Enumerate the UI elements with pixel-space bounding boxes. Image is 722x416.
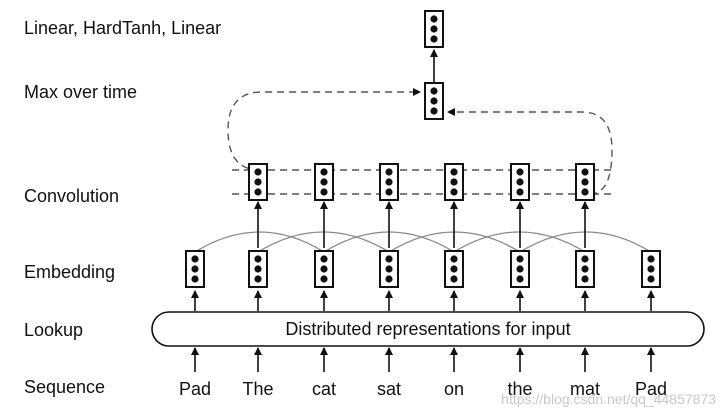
embedding-vector-6-unit-3 [516, 275, 524, 283]
convolution-vector-4-unit-2 [450, 178, 458, 186]
label-max-over-time: Max over time [24, 82, 137, 102]
sequence-word-7: mat [570, 379, 600, 399]
convolution-vector-4-unit-3 [450, 188, 458, 196]
embedding-vector-7-unit-2 [581, 265, 589, 273]
embedding-vector-5 [444, 250, 464, 288]
convolution-vector-1-unit-2 [254, 178, 262, 186]
flow-arrows [191, 49, 655, 372]
convolution-vector-3-unit-3 [385, 188, 393, 196]
max-over-time-connectors [227, 88, 613, 195]
embedding-vector-5-unit-1 [450, 255, 458, 263]
label-linear-hardtanh-linear: Linear, HardTanh, Linear [24, 18, 221, 38]
embedding-vector-1-unit-2 [191, 265, 199, 273]
linear-output-vector-unit-3 [430, 35, 438, 43]
label-sequence: Sequence [24, 377, 105, 397]
convolution-vector-5-unit-1 [516, 168, 524, 176]
embedding-vector-3-unit-3 [320, 275, 328, 283]
linear-output-vector-unit-2 [430, 25, 438, 33]
max-over-time-vector-unit-2 [430, 97, 438, 105]
embedding-vector-1-unit-1 [191, 255, 199, 263]
embedding-vector-4-unit-3 [385, 275, 393, 283]
convolution-vector-2-unit-3 [320, 188, 328, 196]
embedding-vector-7-unit-1 [581, 255, 589, 263]
embedding-vector-5-unit-2 [450, 265, 458, 273]
convolution-vector-1 [248, 163, 268, 201]
embedding-vector-5-unit-3 [450, 275, 458, 283]
convolution-vector-1-unit-3 [254, 188, 262, 196]
window-arc-1 [194, 231, 325, 253]
sequence-word-3: cat [312, 379, 336, 399]
embedding-vector-3-unit-2 [320, 265, 328, 273]
convolution-vector-3-unit-1 [385, 168, 393, 176]
convolution-window-arcs [194, 231, 652, 253]
output-vectors [424, 10, 444, 120]
dashed-loop-left [227, 88, 421, 171]
linear-output-vector-unit-1 [430, 15, 438, 23]
sequence-words: Pad The cat sat on the mat Pad [179, 379, 667, 399]
embedding-vector-8-unit-3 [647, 275, 655, 283]
convolution-vector-5-unit-2 [516, 178, 524, 186]
embedding-vector-3-unit-1 [320, 255, 328, 263]
sequence-word-5: on [444, 379, 464, 399]
embedding-vector-1-unit-3 [191, 275, 199, 283]
convolution-vector-2 [314, 163, 334, 201]
convolution-vectors [248, 163, 595, 201]
embedding-vector-4 [379, 250, 399, 288]
convolution-vector-4-unit-1 [450, 168, 458, 176]
convolution-vector-6 [575, 163, 595, 201]
embedding-vector-2-unit-1 [254, 255, 262, 263]
max-over-time-vector-unit-3 [430, 107, 438, 115]
embedding-vector-6 [510, 250, 530, 288]
sequence-word-6: the [507, 379, 532, 399]
convolution-vector-6-unit-3 [581, 188, 589, 196]
convolution-vector-2-unit-1 [320, 168, 328, 176]
linear-output-vector [424, 10, 444, 48]
embedding-vector-2-unit-3 [254, 275, 262, 283]
sequence-word-8: Pad [635, 379, 667, 399]
embedding-vector-1 [185, 250, 205, 288]
embedding-vector-7 [575, 250, 595, 288]
convolution-vector-6-unit-2 [581, 178, 589, 186]
convolution-vector-5 [510, 163, 530, 201]
convolution-vector-1-unit-1 [254, 168, 262, 176]
convolution-vector-5-unit-3 [516, 188, 524, 196]
convolution-vector-3-unit-2 [385, 178, 393, 186]
embedding-vector-3 [314, 250, 334, 288]
sequence-word-2: The [242, 379, 273, 399]
sequence-word-1: Pad [179, 379, 211, 399]
watermark-text: https://blog.csdn.net/qq_44857873 [501, 391, 716, 407]
convolution-vector-6-unit-1 [581, 168, 589, 176]
label-convolution: Convolution [24, 186, 119, 206]
lookup-box [151, 311, 705, 347]
embedding-vector-6-unit-2 [516, 265, 524, 273]
max-over-time-vector-unit-1 [430, 87, 438, 95]
embedding-vectors [185, 250, 661, 288]
convolution-vector-3 [379, 163, 399, 201]
dashed-loop-right [447, 108, 613, 195]
embedding-vector-8-unit-2 [647, 265, 655, 273]
sequence-word-4: sat [377, 379, 401, 399]
embedding-vector-2 [248, 250, 268, 288]
label-embedding: Embedding [24, 262, 115, 282]
embedding-vector-2-unit-2 [254, 265, 262, 273]
embedding-vector-6-unit-1 [516, 255, 524, 263]
convolution-vector-2-unit-2 [320, 178, 328, 186]
embedding-vector-8-unit-1 [647, 255, 655, 263]
label-lookup: Lookup [24, 320, 83, 340]
embedding-vector-4-unit-1 [385, 255, 393, 263]
embedding-vector-4-unit-2 [385, 265, 393, 273]
lookup-box-text: Distributed representations for input [285, 319, 570, 339]
embedding-vector-8 [641, 250, 661, 288]
convolution-vector-4 [444, 163, 464, 201]
embedding-vector-7-unit-3 [581, 275, 589, 283]
max-over-time-vector [424, 82, 444, 120]
